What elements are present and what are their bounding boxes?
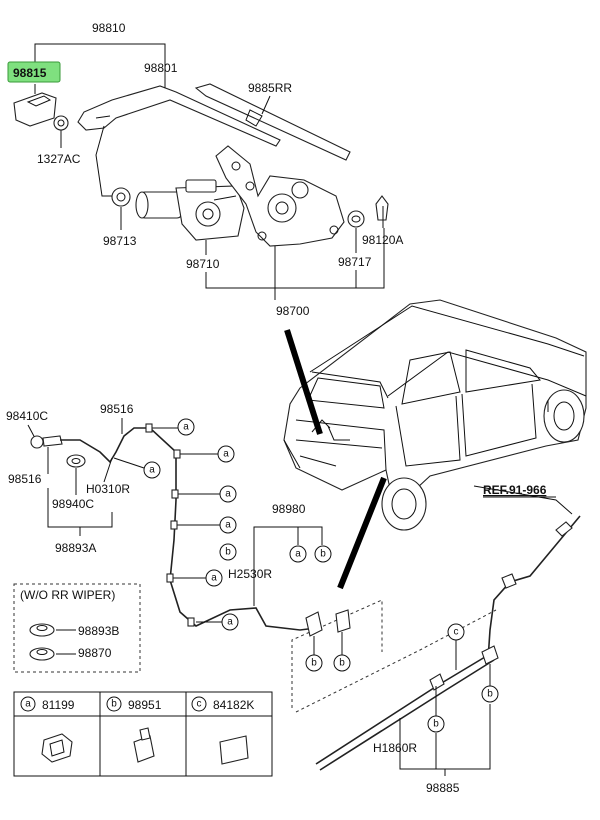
label-98120A: 98120A bbox=[362, 233, 403, 247]
legend-a-part: 81199 bbox=[42, 698, 75, 712]
callout-c[interactable]: c bbox=[447, 623, 465, 641]
svg-text:b: b bbox=[225, 547, 231, 558]
wiper-motor-part bbox=[135, 179, 245, 241]
label-98815[interactable]: 98815 bbox=[13, 66, 47, 80]
svg-text:c: c bbox=[454, 627, 459, 638]
clip-81199-icon bbox=[41, 733, 73, 763]
legend-c-letter: c bbox=[191, 696, 207, 712]
hose-clip-part bbox=[335, 609, 351, 633]
callout-a-2[interactable]: a bbox=[143, 461, 161, 479]
label-ref-91-966: REF.91-966 bbox=[483, 483, 547, 497]
washer-nozzle-part bbox=[30, 435, 63, 449]
svg-text:c: c bbox=[197, 699, 202, 710]
callout-b-1[interactable]: b bbox=[219, 543, 237, 561]
label-H2530R: H2530R bbox=[228, 567, 272, 581]
callout-a-8[interactable]: a bbox=[289, 545, 307, 563]
label-98717: 98717 bbox=[338, 255, 372, 269]
legend-b-letter: b bbox=[106, 696, 122, 712]
callout-b-6[interactable]: b bbox=[481, 685, 499, 703]
label-98870: 98870 bbox=[78, 646, 112, 660]
pointer-to-motor bbox=[284, 329, 323, 435]
wiper-cap-part bbox=[13, 92, 57, 127]
svg-text:a: a bbox=[225, 489, 231, 500]
callout-a-3[interactable]: a bbox=[217, 445, 235, 463]
label-98885: 98885 bbox=[426, 781, 460, 795]
svg-text:b: b bbox=[111, 699, 117, 710]
svg-text:b: b bbox=[433, 719, 439, 730]
label-98893A: 98893A bbox=[55, 541, 96, 555]
label-98700: 98700 bbox=[276, 304, 310, 318]
vehicle-illustration bbox=[283, 299, 587, 531]
washer-part bbox=[347, 210, 365, 228]
hose-clips bbox=[145, 423, 195, 627]
clip-98951-icon bbox=[133, 727, 155, 763]
svg-text:a: a bbox=[225, 520, 231, 531]
label-98893B: 98893B bbox=[78, 624, 119, 638]
callout-a-4[interactable]: a bbox=[219, 485, 237, 503]
label-98710: 98710 bbox=[186, 257, 220, 271]
svg-text:b: b bbox=[339, 658, 345, 669]
legend-b-part: 98951 bbox=[128, 698, 162, 712]
legend-c-part: 84182K bbox=[213, 698, 254, 712]
legend-a-letter: a bbox=[20, 696, 36, 712]
label-98801: 98801 bbox=[144, 61, 178, 75]
svg-text:a: a bbox=[295, 549, 301, 560]
svg-text:a: a bbox=[25, 699, 31, 710]
callout-b-2[interactable]: b bbox=[314, 545, 332, 563]
pointer-to-hose bbox=[337, 476, 387, 590]
bolt-part bbox=[375, 195, 389, 221]
wo-rr-wiper-title: (W/O RR WIPER) bbox=[20, 588, 115, 602]
plug-98893B-part bbox=[29, 623, 55, 637]
svg-text:b: b bbox=[487, 689, 493, 700]
washer-hose bbox=[60, 427, 317, 631]
svg-text:a: a bbox=[183, 422, 189, 433]
label-98410C: 98410C bbox=[6, 409, 48, 423]
callout-b-4[interactable]: b bbox=[333, 654, 351, 672]
highlight-box-98815[interactable] bbox=[7, 61, 61, 83]
wiper-arm-part bbox=[77, 85, 281, 147]
svg-text:a: a bbox=[211, 573, 217, 584]
callout-a-7[interactable]: a bbox=[221, 613, 239, 631]
bracket-98810 bbox=[34, 43, 166, 63]
callout-a-5[interactable]: a bbox=[219, 516, 237, 534]
label-1327AC: 1327AC bbox=[37, 152, 81, 166]
label-98516-left: 98516 bbox=[8, 472, 42, 486]
svg-text:a: a bbox=[227, 617, 233, 628]
grommet-98940C-part bbox=[66, 454, 86, 468]
plug-98870-part bbox=[29, 647, 55, 661]
hose-upper-right bbox=[487, 515, 581, 661]
callout-a-6[interactable]: a bbox=[205, 569, 223, 587]
callout-a-1[interactable]: a bbox=[177, 418, 195, 436]
label-98516-top: 98516 bbox=[100, 402, 134, 416]
svg-text:a: a bbox=[149, 465, 155, 476]
tape-84182K-icon bbox=[219, 735, 249, 765]
svg-text:a: a bbox=[223, 449, 229, 460]
callout-b-5[interactable]: b bbox=[427, 715, 445, 733]
svg-text:b: b bbox=[311, 658, 317, 669]
wo-rr-wiper-box bbox=[13, 583, 141, 673]
label-98810: 98810 bbox=[92, 21, 126, 35]
label-98980: 98980 bbox=[272, 502, 306, 516]
svg-text:b: b bbox=[320, 549, 326, 560]
hose-connector-part bbox=[305, 611, 323, 637]
label-H0310R: H0310R bbox=[86, 482, 130, 496]
grommet-part bbox=[111, 187, 131, 207]
nut-part bbox=[53, 115, 69, 131]
wiper-blade-part bbox=[194, 83, 351, 161]
label-9885RR: 9885RR bbox=[248, 81, 292, 95]
wiper-motor-bracket-part bbox=[215, 145, 345, 247]
label-H1860R: H1860R bbox=[373, 741, 417, 755]
callout-b-3[interactable]: b bbox=[305, 654, 323, 672]
label-98940C: 98940C bbox=[52, 497, 94, 511]
label-98713: 98713 bbox=[103, 234, 137, 248]
